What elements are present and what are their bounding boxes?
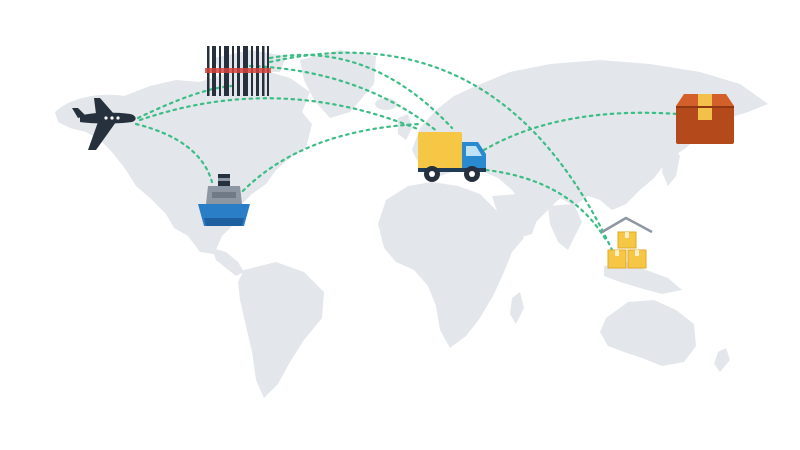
route-barcode-to-truck (248, 64, 440, 134)
south-america-landmass (238, 262, 324, 398)
barcode-icon (205, 46, 271, 96)
central-america-landmass (212, 248, 244, 276)
japan-landmass (662, 144, 680, 186)
africa-landmass (378, 182, 524, 348)
truck-cargo (418, 132, 462, 170)
australia-landmass (600, 300, 696, 366)
southeast-asia-islands-landmass (604, 262, 682, 294)
new-zealand-landmass (714, 348, 730, 372)
route-barcode-to-warehouse (268, 51, 614, 252)
warehouse-icon (601, 216, 653, 269)
route-truck-to-package (482, 111, 680, 152)
route-plane-to-truck (138, 97, 422, 132)
scan-line (205, 68, 271, 73)
route-barcode-to-truck-upper (268, 53, 454, 130)
route-truck-to-warehouse (484, 168, 608, 242)
madagascar-landmass (510, 292, 524, 324)
world-map (55, 50, 768, 398)
arabia-landmass (492, 194, 540, 240)
package-box-icon (676, 94, 734, 144)
airplane-icon (72, 98, 136, 150)
route-ship-to-truck (236, 122, 422, 198)
warehouse-roof (601, 216, 653, 234)
route-plane-to-ship (134, 122, 214, 184)
eurasia-landmass (412, 60, 768, 222)
greenland-landmass (300, 50, 376, 118)
uk-landmass (398, 114, 412, 140)
delivery-truck-icon (418, 132, 486, 182)
cargo-ship-icon (198, 174, 250, 226)
india-landmass (548, 204, 582, 250)
